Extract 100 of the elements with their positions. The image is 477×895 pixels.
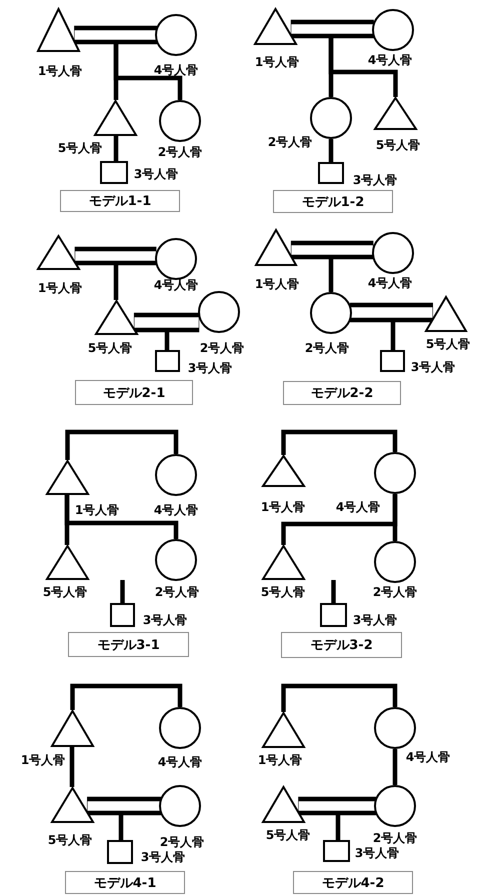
- specimen-label: 2号人骨: [304, 341, 350, 355]
- model-label-box: モデル2-1: [75, 380, 193, 405]
- marriage-line: [74, 26, 158, 44]
- specimen-label: 3号人骨: [354, 846, 400, 860]
- specimen-label: 4号人骨: [154, 503, 198, 517]
- triangle-symbol: [262, 786, 305, 823]
- triangle-symbol: [37, 235, 80, 270]
- circle-symbol: [374, 785, 416, 827]
- circle-symbol: [374, 541, 416, 583]
- descent-line: [118, 813, 124, 840]
- circle-symbol: [155, 238, 197, 280]
- circle-symbol: [374, 707, 416, 749]
- square-symbol: [320, 603, 347, 627]
- model-label-box: モデル2-2: [283, 381, 401, 405]
- specimen-label: 4号人骨: [154, 63, 198, 77]
- specimen-label: 5号人骨: [88, 341, 132, 355]
- specimen-label: 4号人骨: [368, 53, 412, 67]
- circle-symbol: [159, 100, 201, 142]
- triangle-symbol: [46, 460, 89, 495]
- model-label-box: モデル4-1: [65, 871, 185, 894]
- model-label-box: モデル3-1: [68, 632, 189, 657]
- marriage-line: [74, 246, 156, 266]
- connector-line: [70, 684, 182, 710]
- specimen-label: 4号人骨: [336, 500, 380, 514]
- specimen-label: 2号人骨: [268, 135, 312, 149]
- descent-line: [70, 747, 74, 787]
- specimen-label: 1号人骨: [258, 753, 302, 767]
- specimen-label: 1号人骨: [260, 500, 306, 514]
- triangle-symbol: [46, 545, 89, 580]
- specimen-label: 2号人骨: [372, 831, 418, 845]
- circle-symbol: [159, 785, 201, 827]
- descent-line: [114, 42, 182, 100]
- circle-symbol: [155, 454, 197, 496]
- specimen-label: 5号人骨: [48, 833, 92, 847]
- specimen-label: 5号人骨: [260, 585, 306, 599]
- triangle-symbol: [262, 545, 305, 580]
- specimen-label: 3号人骨: [134, 167, 178, 181]
- model-label-box: モデル1-2: [273, 190, 393, 213]
- circle-symbol: [155, 14, 197, 56]
- triangle-symbol: [262, 712, 305, 748]
- triangle-symbol: [37, 8, 80, 52]
- marriage-line: [290, 240, 374, 260]
- connector-line: [281, 430, 398, 455]
- descent-line: [64, 495, 178, 539]
- descent-line: [328, 139, 334, 162]
- marriage-line: [290, 20, 374, 38]
- specimen-label: 5号人骨: [58, 141, 102, 155]
- specimen-label: 3号人骨: [410, 360, 456, 374]
- descent-line: [328, 257, 334, 292]
- square-symbol: [107, 840, 133, 864]
- specimen-label: 3号人骨: [352, 613, 398, 627]
- descent-line: [164, 330, 170, 350]
- marriage-line: [350, 302, 433, 322]
- triangle-symbol: [374, 97, 417, 130]
- connector-line: [65, 430, 178, 460]
- specimen-label: 3号人骨: [140, 850, 186, 864]
- square-symbol: [380, 350, 405, 372]
- specimen-label: 5号人骨: [266, 828, 310, 842]
- triangle-symbol: [425, 296, 467, 332]
- specimen-label: 4号人骨: [406, 750, 450, 764]
- square-symbol: [318, 162, 344, 184]
- model-label-box: モデル4-2: [293, 871, 413, 894]
- descent-line: [114, 136, 118, 161]
- marriage-line: [134, 312, 200, 332]
- specimen-label: 1号人骨: [20, 753, 66, 767]
- circle-symbol: [372, 9, 414, 51]
- specimen-label: 3号人骨: [142, 613, 188, 627]
- circle-symbol: [310, 97, 352, 139]
- square-symbol: [155, 350, 180, 372]
- specimen-label: 1号人骨: [254, 277, 300, 291]
- specimen-label: 1号人骨: [38, 64, 82, 78]
- descent-line: [390, 320, 396, 350]
- triangle-symbol: [51, 710, 94, 747]
- specimen-label: 3号人骨: [188, 361, 232, 375]
- stub-line: [120, 580, 125, 603]
- specimen-label: 5号人骨: [42, 585, 88, 599]
- specimen-label: 2号人骨: [160, 835, 204, 849]
- circle-symbol: [155, 539, 197, 581]
- specimen-label: 5号人骨: [426, 337, 470, 351]
- triangle-symbol: [254, 8, 297, 45]
- triangle-symbol: [95, 300, 138, 335]
- descent-line: [392, 749, 398, 785]
- circle-symbol: [310, 292, 352, 334]
- specimen-label: 2号人骨: [154, 585, 200, 599]
- model-label-box: モデル3-2: [281, 632, 402, 658]
- square-symbol: [323, 840, 350, 862]
- marriage-line: [87, 796, 162, 816]
- triangle-symbol: [262, 455, 305, 487]
- specimen-label: 5号人骨: [376, 138, 420, 152]
- specimen-label: 1号人骨: [38, 281, 82, 295]
- circle-symbol: [198, 291, 240, 333]
- triangle-symbol: [94, 100, 137, 136]
- specimen-label: 1号人骨: [254, 55, 300, 69]
- model-label-box: モデル1-1: [60, 190, 180, 212]
- specimen-label: 4号人骨: [368, 276, 412, 290]
- descent-line: [336, 813, 340, 840]
- specimen-label: 3号人骨: [352, 173, 398, 187]
- square-symbol: [100, 161, 128, 184]
- connector-line: [281, 684, 398, 712]
- descent-line: [328, 36, 398, 97]
